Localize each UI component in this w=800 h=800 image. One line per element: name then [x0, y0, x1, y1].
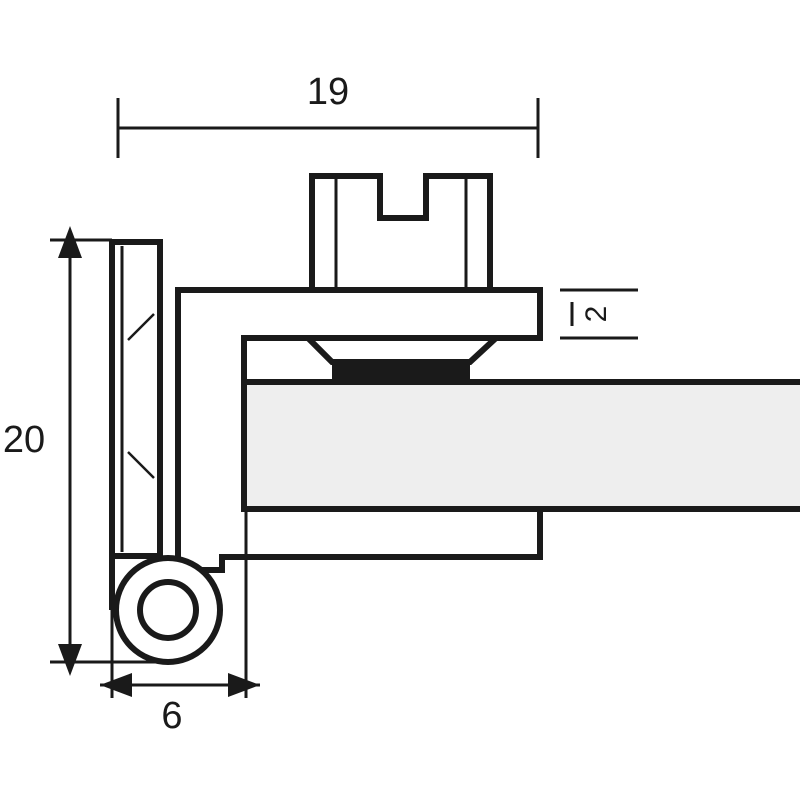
- dimension-label-left: 20: [3, 419, 45, 461]
- dimension-bottom: 6: [100, 510, 260, 737]
- arrow-bottom-right: [228, 673, 260, 697]
- leaf-hatch-top: [127, 313, 155, 341]
- hinge-bracket: [175, 287, 543, 573]
- dimension-label-right: 2: [580, 306, 613, 323]
- leaf-hatch-bottom: [127, 451, 155, 479]
- hinge-leaf: [109, 239, 163, 559]
- dimension-left: 20: [3, 226, 168, 676]
- seal-pad: [332, 362, 470, 382]
- dimension-top: 19: [116, 71, 540, 158]
- panel: [241, 379, 800, 512]
- countersunk-washer: [300, 335, 504, 365]
- arrow-left-top: [58, 226, 82, 258]
- arrow-bottom-left: [100, 673, 132, 697]
- hinge-pin: [137, 579, 199, 641]
- dimension-label-top: 19: [307, 71, 349, 113]
- dimension-right: 2: [560, 288, 638, 340]
- screw-head: [309, 173, 493, 293]
- arrow-left-bottom: [58, 644, 82, 676]
- dimension-label-bottom: 6: [161, 695, 182, 737]
